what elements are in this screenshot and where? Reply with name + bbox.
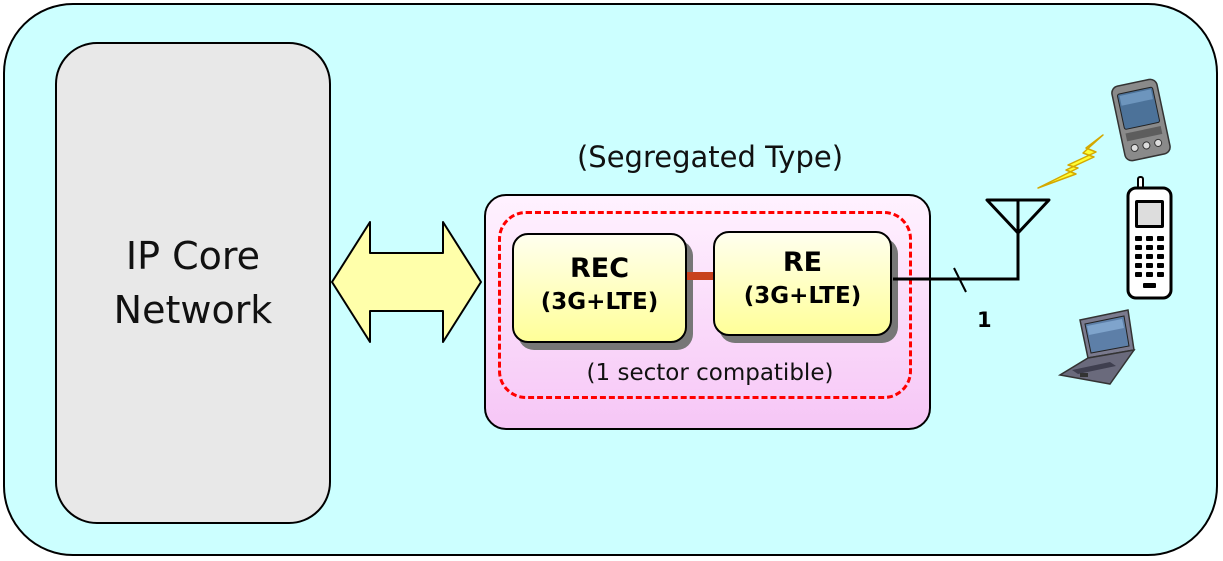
ip-core-network-label: IP Core Network (114, 229, 273, 337)
sector-boundary (498, 211, 912, 399)
core-label-line1: IP Core (125, 234, 261, 278)
rec-subtitle: (3G+LTE) (540, 289, 659, 315)
link-count-label: 1 (977, 308, 992, 332)
rec-unit: REC (3G+LTE) (512, 233, 687, 343)
ip-core-network-box: IP Core Network (55, 42, 331, 524)
rec-title: REC (569, 253, 630, 284)
re-subtitle: (3G+LTE) (743, 283, 862, 309)
segregated-type-title: (Segregated Type) (576, 140, 844, 174)
core-label-line2: Network (113, 288, 273, 332)
rec-re-link (687, 272, 713, 280)
re-unit: RE (3G+LTE) (713, 231, 892, 336)
sector-note: (1 sector compatible) (586, 360, 834, 386)
re-title: RE (782, 247, 823, 278)
